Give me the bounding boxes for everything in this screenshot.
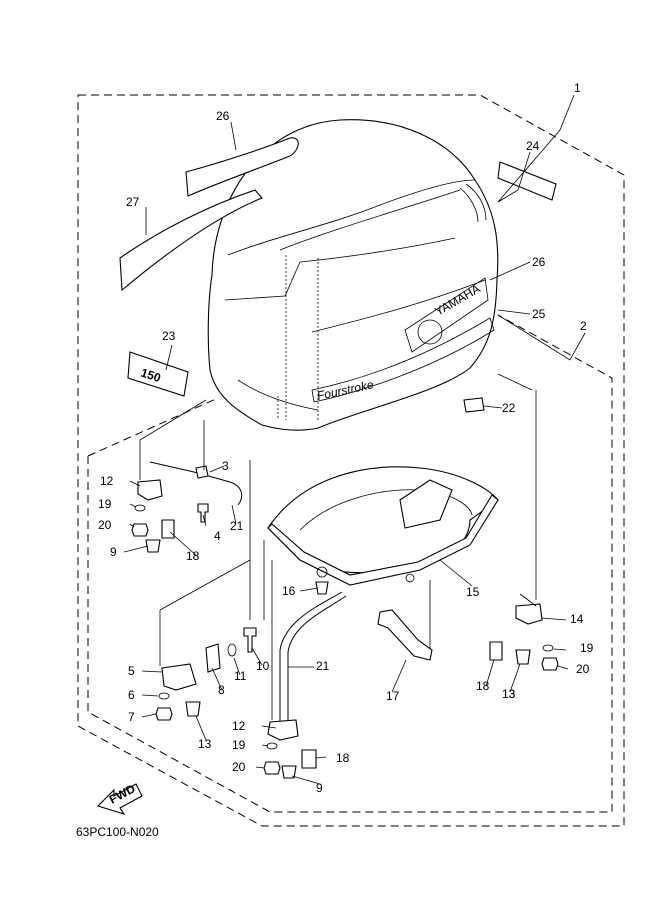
model-badge: 150 <box>127 351 189 397</box>
callout-9: 9 <box>110 545 117 559</box>
part-22 <box>463 397 485 413</box>
callout-1: 1 <box>574 81 581 95</box>
bolt-10 <box>243 627 257 653</box>
callout-12: 12 <box>100 474 114 488</box>
hose-21-left <box>149 461 243 506</box>
fwd-arrow: FWD <box>96 781 143 815</box>
diagram-code: 63PC100-N020 <box>76 825 159 839</box>
nut-7 <box>155 707 173 721</box>
hose-21-right <box>279 591 343 722</box>
group-2-boundary <box>87 314 613 813</box>
callout-18: 18 <box>476 679 490 693</box>
callout-6: 6 <box>128 688 135 702</box>
grommet-9-left <box>145 539 161 553</box>
bottom-cowling <box>267 466 499 586</box>
callout-19: 19 <box>232 738 246 752</box>
decal-24 <box>497 161 557 201</box>
callout-11: 11 <box>234 669 247 683</box>
decal-27 <box>119 189 263 292</box>
washer-6 <box>158 692 170 700</box>
callout-20: 20 <box>576 662 590 676</box>
grommet-16 <box>315 581 329 595</box>
callout-3: 3 <box>222 459 229 473</box>
callout-18: 18 <box>186 549 200 563</box>
hose-21-right-inner <box>287 595 347 722</box>
callout-8: 8 <box>218 683 225 697</box>
callout-27: 27 <box>126 195 140 209</box>
washer-19-left <box>134 504 146 512</box>
lock-12-bottom <box>267 719 299 741</box>
callout-24: 24 <box>526 139 540 153</box>
callout-13: 13 <box>502 687 516 701</box>
callout-15: 15 <box>466 585 480 599</box>
nut-20-bottom <box>263 761 281 775</box>
callout-16: 16 <box>282 584 296 598</box>
callout-20: 20 <box>232 760 246 774</box>
callout-19: 19 <box>580 641 594 655</box>
grommet-9-bottom <box>281 765 297 779</box>
callout-19: 19 <box>98 497 112 511</box>
lock-5 <box>161 663 197 691</box>
callout-26: 26 <box>216 109 230 123</box>
callout-13: 13 <box>502 687 516 701</box>
callout-5: 5 <box>128 664 135 678</box>
washer-19-right <box>542 644 554 652</box>
callout-22: 22 <box>502 401 516 415</box>
callout-18: 18 <box>336 751 350 765</box>
callout-20: 20 <box>98 518 112 532</box>
leader-lines <box>123 94 586 785</box>
lock-14 <box>515 603 543 625</box>
callout-2: 2 <box>580 319 587 333</box>
callout-9: 9 <box>316 781 323 795</box>
assembly-lines <box>139 373 537 720</box>
collar-18-left <box>161 519 175 539</box>
callout-4: 4 <box>214 529 221 543</box>
collar-18-right <box>489 641 503 661</box>
callout-numbers: 1234567899101112121313131415161718181819… <box>98 81 594 795</box>
decal-26-top <box>185 137 299 197</box>
callout-25: 25 <box>532 307 546 321</box>
callout-23: 23 <box>162 329 176 343</box>
collar-18-bottom <box>301 749 317 769</box>
top-cowling: YAMAHA Fourstroke <box>207 119 499 431</box>
callout-7: 7 <box>128 710 135 724</box>
bolt-4 <box>197 503 209 523</box>
callout-17: 17 <box>386 689 400 703</box>
callout-12: 12 <box>232 719 246 733</box>
callout-26: 26 <box>532 255 546 269</box>
lock-12-left <box>137 479 163 501</box>
nut-20-right <box>541 657 559 671</box>
bracket-17 <box>377 609 433 661</box>
callout-14: 14 <box>570 612 584 626</box>
callout-13: 13 <box>198 737 212 751</box>
washer-19-bottom <box>266 742 278 750</box>
nut-20-left <box>131 523 149 537</box>
bracket-8 <box>205 643 221 673</box>
callout-10: 10 <box>256 659 270 673</box>
clip-3 <box>195 465 209 479</box>
washer-11 <box>227 643 237 657</box>
grommet-13-left <box>185 701 201 717</box>
grommet-13-right <box>515 649 531 665</box>
callout-21: 21 <box>316 659 330 673</box>
model-badge-text: 150 <box>139 366 163 386</box>
callout-21: 21 <box>230 519 244 533</box>
